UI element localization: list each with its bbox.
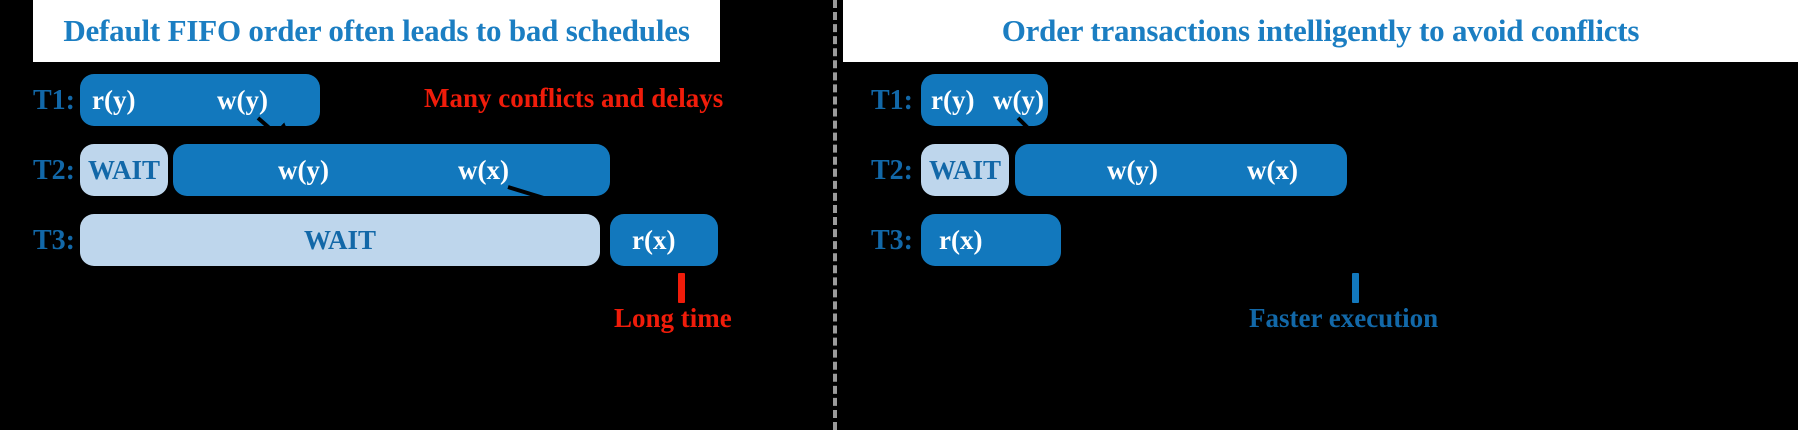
left-t1-work-bar[interactable]: r(y) w(y) bbox=[80, 74, 320, 126]
fifo-schedule-panel: Default FIFO order often leads to bad sc… bbox=[0, 0, 833, 430]
left-row-label-t1: T1: bbox=[33, 85, 75, 116]
left-row-label-t2: T2: bbox=[33, 155, 75, 186]
left-t2-work-bar[interactable]: w(y) w(x) bbox=[173, 144, 610, 196]
right-t2-wait-label: WAIT bbox=[928, 154, 1002, 185]
left-duration-tick bbox=[678, 273, 685, 303]
left-t1-op-0: r(y) bbox=[92, 84, 136, 115]
left-row-label-t3: T3: bbox=[33, 225, 75, 256]
right-arrow-t1-to-t2 bbox=[1016, 116, 1054, 154]
right-duration-tick bbox=[1352, 273, 1359, 303]
left-panel-title: Default FIFO order often leads to bad sc… bbox=[63, 13, 690, 48]
left-t2-wait-label: WAIT bbox=[87, 154, 161, 185]
optimized-schedule-panel: Order transactions intelligently to avoi… bbox=[843, 0, 1798, 430]
right-t2-wait-bar[interactable]: WAIT bbox=[921, 144, 1009, 196]
right-annotation-faster: Faster execution bbox=[1249, 303, 1439, 333]
right-t1-op-1: w(y) bbox=[993, 84, 1044, 115]
left-t2-wait-bar[interactable]: WAIT bbox=[80, 144, 168, 196]
left-t3-wait-label: WAIT bbox=[303, 224, 377, 255]
left-arrow-t2-to-t3 bbox=[507, 185, 630, 230]
right-t2-op-0: w(y) bbox=[1107, 154, 1158, 185]
left-annotation-long-time: Long time bbox=[614, 303, 732, 333]
panel-divider bbox=[833, 0, 837, 430]
right-panel-title: Order transactions intelligently to avoi… bbox=[1001, 13, 1640, 48]
left-t2-op-0: w(y) bbox=[278, 154, 329, 185]
left-t3-wait-bar[interactable]: WAIT bbox=[80, 214, 600, 266]
right-row-label-t1: T1: bbox=[871, 85, 913, 116]
right-row-label-t2: T2: bbox=[871, 155, 913, 186]
left-arrow-t1-to-t2 bbox=[256, 116, 297, 152]
right-row-label-t3: T3: bbox=[871, 225, 913, 256]
right-t1-work-bar[interactable]: r(y) w(y) bbox=[921, 74, 1048, 126]
right-panel-title-plate: Order transactions intelligently to avoi… bbox=[843, 0, 1798, 62]
left-annotation-conflicts: Many conflicts and delays bbox=[424, 83, 724, 113]
right-t2-work-bar[interactable]: w(y) w(x) bbox=[1015, 144, 1347, 196]
right-t2-op-1: w(x) bbox=[1247, 154, 1298, 185]
right-t3-work-bar[interactable]: r(x) bbox=[921, 214, 1061, 266]
right-t3-op-0: r(x) bbox=[939, 224, 983, 255]
left-t1-op-1: w(y) bbox=[217, 84, 268, 115]
left-t3-work-bar[interactable]: r(x) bbox=[610, 214, 718, 266]
left-panel-title-plate: Default FIFO order often leads to bad sc… bbox=[33, 0, 720, 62]
left-t3-op-0: r(x) bbox=[632, 224, 676, 255]
left-t2-op-1: w(x) bbox=[458, 154, 509, 185]
right-t1-op-0: r(y) bbox=[931, 84, 975, 115]
